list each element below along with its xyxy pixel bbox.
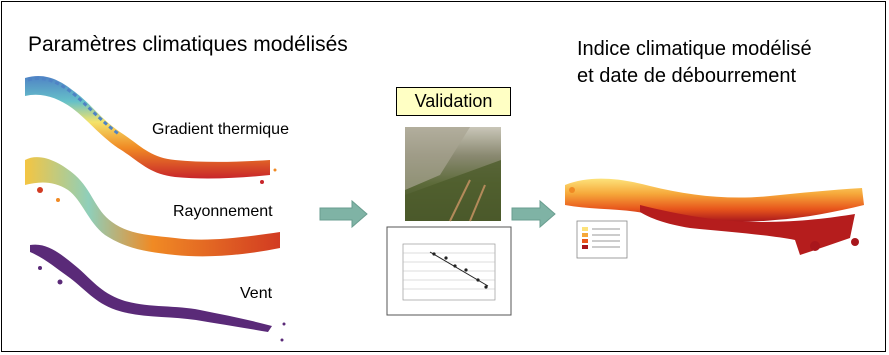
right-heading-line1: Indice climatique modélisé [577,38,812,60]
vent-label: Vent [240,285,273,302]
right-heading: Indice climatique modélisé et date de dé… [577,36,812,90]
index-legend-thumbnail [576,220,628,259]
arrow-to-validation [319,199,368,229]
left-heading: Paramètres climatiques modélisés [28,33,348,56]
right-heading-line2: et date de débourrement [577,65,797,87]
validation-chart-thumbnail [386,226,512,316]
gradient-thermique-label: Gradient thermique [152,121,289,138]
vineyard-photo [405,127,501,222]
validation-label: Validation [396,87,511,116]
rayonnement-label: Rayonnement [173,203,273,220]
gradient-thermique-map [25,75,277,184]
vent-map [30,244,286,342]
rayonnement-map [25,157,280,257]
indice-climatique-map [565,178,864,255]
arrow-to-index [511,199,556,229]
